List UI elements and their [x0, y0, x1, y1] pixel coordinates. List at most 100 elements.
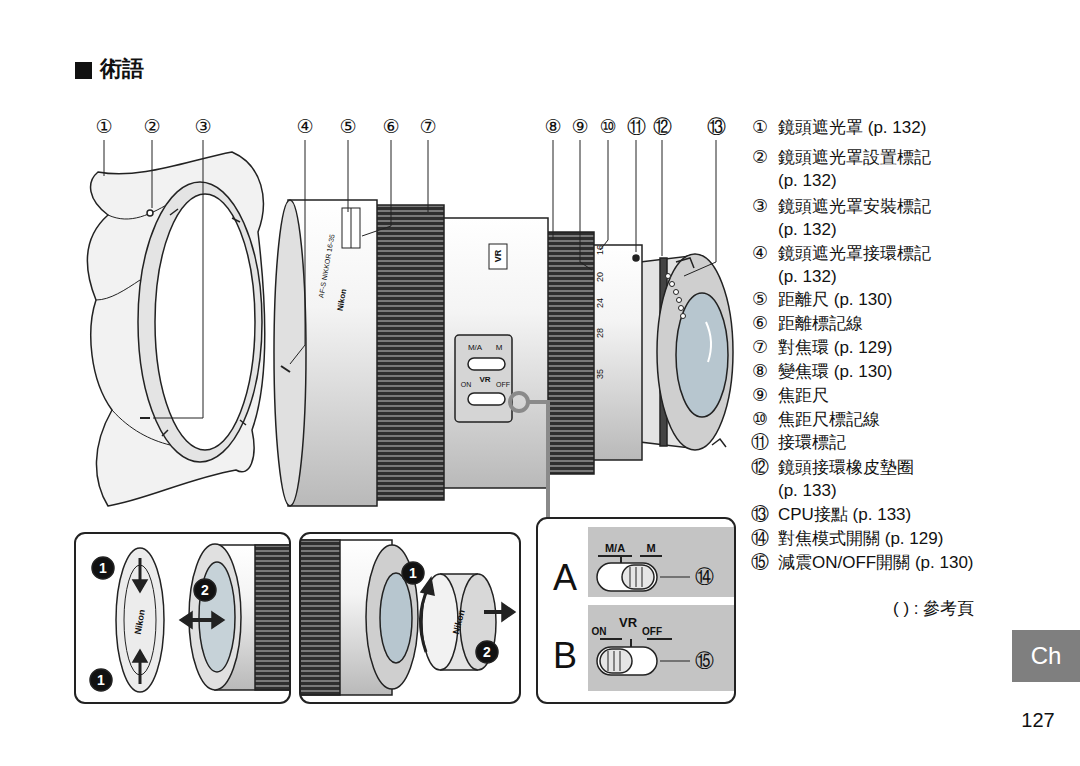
switch-detail: [588, 527, 735, 691]
inset-front-cap: [190, 618, 214, 622]
switch-label: ON: [461, 381, 472, 389]
inset-rear-cap: [476, 641, 498, 663]
lens-body: [676, 293, 728, 417]
callout-number: ①: [752, 117, 768, 138]
lens-hood: [155, 194, 255, 450]
inset-rear-cap: [366, 545, 418, 689]
switch-detail: [597, 563, 657, 591]
inset-front-cap: [124, 565, 156, 675]
inset-rear-cap: [502, 603, 515, 621]
inset-rear-cap: [402, 562, 424, 584]
lens-body: [546, 232, 594, 474]
callout-number: ②: [752, 147, 768, 168]
inset-rear-cap: [300, 540, 340, 695]
lens-body: [351, 208, 352, 248]
callout-number: ⑭: [751, 528, 769, 549]
inset-rear-cap: [420, 588, 428, 652]
lens-body: [681, 314, 686, 319]
leader-line: [104, 140, 716, 418]
lens-hood: [138, 182, 262, 462]
switch-detail: [597, 647, 657, 675]
callout-number: ⑥: [382, 116, 399, 138]
leader-line: [153, 140, 203, 418]
language-tab: Ch: [1012, 630, 1080, 682]
node-text: ON: [592, 626, 607, 638]
reference-note: ( ) : 參考頁: [893, 599, 974, 619]
inset-front-cap: [90, 544, 290, 692]
callout-number: ⑤: [339, 116, 356, 138]
leader-line: [362, 140, 391, 236]
leader-line: [348, 140, 349, 212]
part-name: 鏡頭遮光罩 (p. 132): [778, 116, 926, 139]
callout-number: ⑧: [752, 361, 768, 382]
lens-body: [706, 322, 711, 362]
callout-number: ⑥: [752, 313, 768, 334]
page-title: 術語: [100, 56, 144, 81]
switch-panel: M/AM: [588, 527, 735, 597]
switch-label: M: [496, 343, 503, 352]
lens-body: [679, 306, 684, 311]
callout-number: ⑦: [419, 116, 436, 138]
inset-rear-cap: [484, 610, 504, 614]
focal-length: 28: [595, 328, 605, 338]
lens-body: [670, 282, 675, 287]
lens-body: [281, 366, 290, 372]
callout-number: ⑭: [695, 566, 714, 588]
callout-number: ⑨: [752, 385, 768, 406]
part-name: CPU接點 (p. 133): [778, 503, 911, 526]
step-number: 1: [409, 565, 417, 581]
lens-hood: [87, 152, 264, 506]
lens-body: [442, 218, 548, 488]
step-number: 1: [99, 560, 107, 576]
callout-number: ⑫: [751, 457, 769, 478]
inset-rear-cap: [421, 578, 434, 595]
callout-number: ⑪: [627, 116, 646, 138]
inset-front-cap: [90, 669, 112, 691]
callout-number: ⑩: [599, 116, 616, 138]
inset-rear-cap: [380, 573, 412, 663]
lens-body: [342, 208, 360, 248]
part-name: 鏡頭遮光罩設置標記 (p. 132): [778, 146, 938, 192]
inset-front-cap: [92, 557, 114, 579]
switch-panel: ONVROFF: [588, 605, 735, 690]
lens-body: [674, 290, 679, 295]
lens-body: [468, 393, 505, 405]
lens-body: [592, 245, 642, 460]
callout-number: ⑮: [695, 650, 714, 672]
callout-number: ④: [296, 116, 313, 138]
title-bullet: [75, 62, 92, 79]
switch-detail: [660, 577, 690, 578]
leader-line: [152, 140, 153, 208]
step-number: 2: [201, 582, 209, 598]
callout-number: ⑤: [752, 289, 768, 310]
inset-rear-cap: [300, 540, 515, 695]
switch-detail: [588, 527, 735, 597]
leader-line: [104, 140, 105, 176]
part-name: 接環標記: [778, 431, 846, 454]
panel-letter: B: [553, 635, 577, 676]
switch-label: OFF: [496, 381, 510, 389]
part-name: 鏡頭接環橡皮墊圈 (p. 133): [778, 456, 938, 502]
part-name: 鏡頭遮光罩接環標記 (p. 132): [778, 242, 938, 288]
inset-front-cap: [180, 612, 224, 628]
lens-body: [666, 274, 671, 279]
inset-front-cap: [116, 548, 164, 692]
part-name: 對焦環 (p. 129): [778, 336, 892, 359]
leader-line: [600, 140, 608, 250]
inset-front-cap: [133, 650, 147, 662]
callout-number: ③: [194, 116, 211, 138]
focal-length: 20: [595, 272, 605, 282]
node-text: M: [646, 542, 655, 555]
leader-line: [428, 140, 429, 212]
switch-detail: [660, 661, 690, 662]
lens-hood: [140, 417, 150, 419]
part-name: 距離標記線: [778, 312, 863, 335]
step-number: 2: [483, 644, 491, 660]
lens-body: [676, 258, 726, 447]
switch-detail: [600, 649, 632, 673]
part-name: 變焦環 (p. 130): [778, 360, 892, 383]
panel-letter: A: [553, 557, 577, 598]
part-name: 焦距尺: [778, 384, 829, 407]
